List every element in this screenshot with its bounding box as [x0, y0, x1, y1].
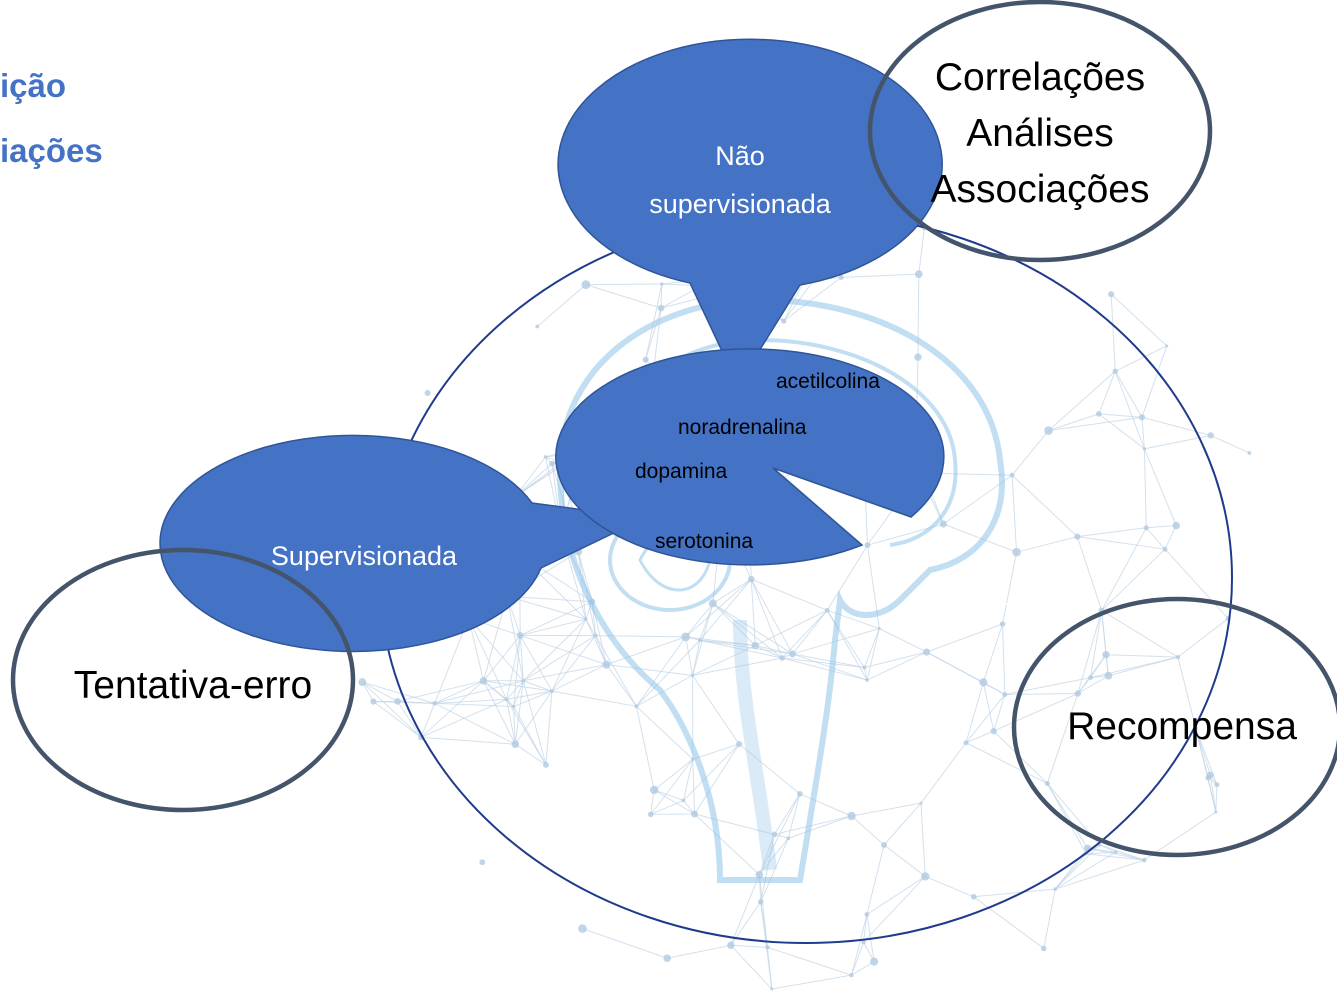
correlations-label-line3: Associações: [930, 168, 1150, 211]
reward-label: Recompensa: [1067, 705, 1297, 748]
correlations-circle: [867, 0, 1213, 263]
correlations-label-line1: Correlações: [934, 56, 1146, 99]
title-fragment-line2: iações: [0, 132, 103, 169]
neurotransmitter-serotonin: serotonina: [655, 530, 754, 553]
trial-error-label: Tentativa-erro: [73, 664, 313, 707]
correlations-label-line2: Análises: [966, 112, 1114, 155]
unsupervised-label-line2: supervisionada: [649, 189, 831, 219]
title-fragment-line1: ição: [0, 67, 67, 104]
neurotransmitter-acetylcholine: acetilcolina: [776, 370, 880, 393]
reward-circle: [1011, 596, 1337, 858]
unsupervised-label-line1: Não: [715, 141, 765, 171]
neurotransmitter-noradrenaline: noradrenalina: [678, 416, 807, 439]
reinforcement-bubble: [555, 348, 945, 566]
neurotransmitter-dopamine: dopamina: [635, 460, 728, 483]
reinforcement-label: Reforço: [970, 593, 1066, 623]
supervised-bubble: [159, 434, 648, 653]
trial-error-circle: [10, 547, 356, 813]
supervised-label: Supervisionada: [270, 541, 458, 571]
